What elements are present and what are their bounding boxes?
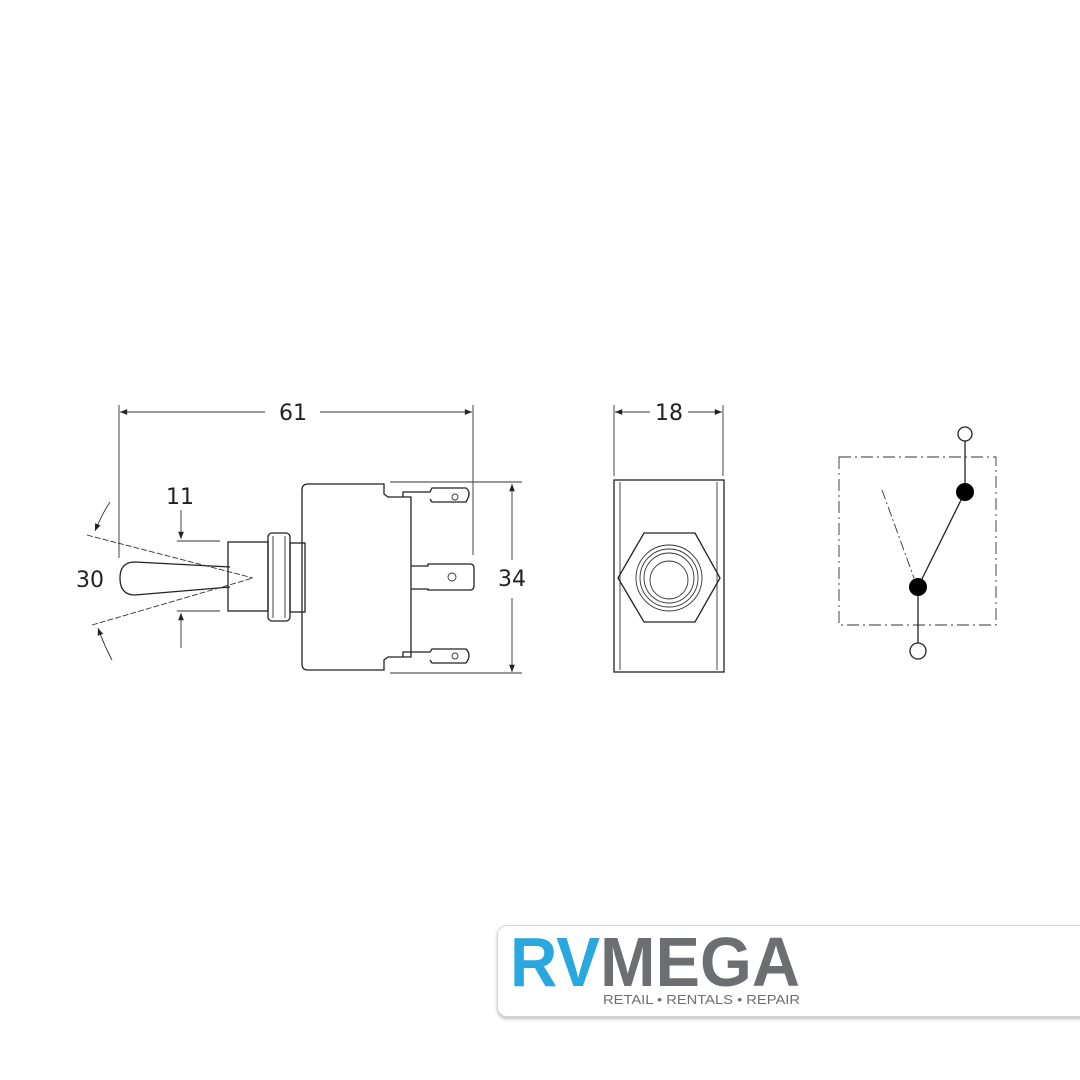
switch-body: [301, 483, 475, 671]
bushing-label: 11: [166, 485, 194, 510]
side-view: 61 34: [76, 401, 526, 674]
angle-label: 30: [76, 568, 104, 593]
length-label: 61: [279, 401, 307, 426]
height-label: 34: [498, 567, 526, 592]
logo-mega: MEGA: [600, 923, 800, 1001]
logo-rv: RV: [510, 923, 600, 1001]
width-label: 18: [655, 401, 683, 426]
bushing-dimension: 11: [166, 485, 220, 648]
length-dimension: 61: [118, 401, 474, 558]
logo-card: [497, 925, 1080, 1017]
logo-tagline: RETAIL • RENTALS • REPAIR: [603, 992, 800, 1007]
bushing-nut: [227, 532, 306, 622]
switch-schematic: [838, 426, 997, 660]
front-view: 18: [613, 401, 725, 673]
angle-dimension: 30: [76, 501, 254, 661]
height-dimension: 34: [390, 481, 526, 674]
rvmega-logo: RV MEGA RETAIL • RENTALS • REPAIR: [510, 923, 800, 1007]
toggle-lever: [119, 561, 231, 596]
